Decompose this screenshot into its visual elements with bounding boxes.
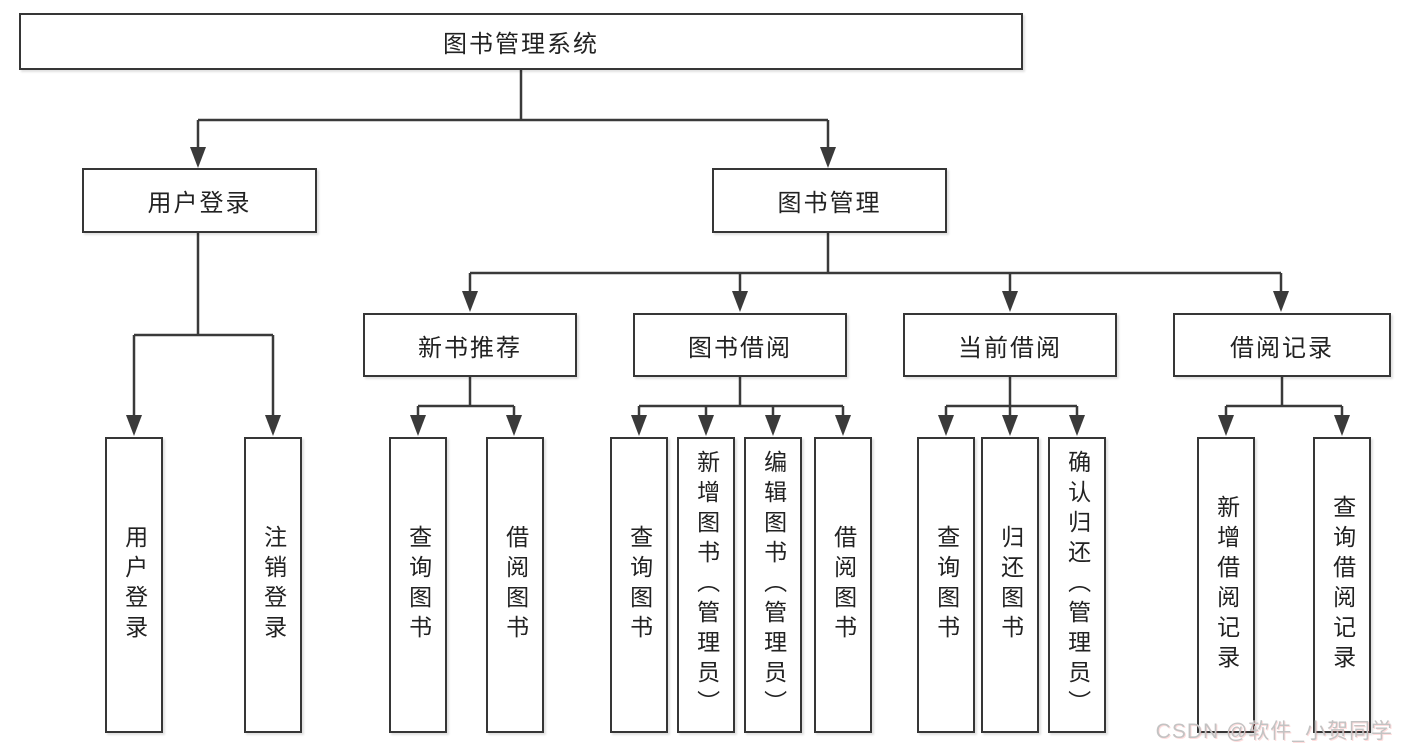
leaf-edit-books-admin: 编辑图书（管理员）: [744, 437, 802, 733]
leaf-borrow-books: 借阅图书: [486, 437, 544, 733]
leaf-add-borrow-record: 新增借阅记录: [1197, 437, 1255, 733]
node-label: 查询图书: [933, 525, 960, 645]
node-label: 新增借阅记录: [1213, 495, 1240, 675]
node-label: 查询借阅记录: [1329, 495, 1356, 675]
node-current-borrowing: 当前借阅: [903, 313, 1117, 377]
node-label: 用户登录: [147, 190, 252, 217]
arrowheads: [126, 147, 1350, 436]
node-label: 编辑图书（管理员）: [760, 450, 787, 720]
node-label: 当前借阅: [958, 334, 1062, 362]
node-book-management: 图书管理: [712, 168, 947, 233]
node-label: 图书管理系统: [443, 31, 599, 58]
node-label: 确认归还（管理员）: [1064, 450, 1091, 720]
node-label: 借阅记录: [1230, 334, 1334, 362]
node-user-login: 用户登录: [82, 168, 317, 233]
node-label: 借阅图书: [502, 525, 529, 645]
leaf-user-login: 用户登录: [105, 437, 163, 733]
node-label: 图书借阅: [688, 334, 792, 362]
node-label: 查询图书: [626, 525, 653, 645]
node-label: 新书推荐: [418, 334, 522, 362]
node-new-book-recommendation: 新书推荐: [363, 313, 577, 377]
node-label: 借阅图书: [830, 525, 857, 645]
node-book-borrowing: 图书借阅: [633, 313, 847, 377]
csdn-watermark: CSDN @软件_小贺同学: [1155, 720, 1393, 743]
node-borrowing-records: 借阅记录: [1173, 313, 1391, 377]
leaf-query-books: 查询图书: [917, 437, 975, 733]
node-label: 用户登录: [121, 525, 148, 645]
leaf-return-books: 归还图书: [981, 437, 1039, 733]
leaf-query-borrow-record: 查询借阅记录: [1313, 437, 1371, 733]
node-label: 图书管理: [777, 190, 882, 217]
leaf-borrow-books: 借阅图书: [814, 437, 872, 733]
leaf-add-books-admin: 新增图书（管理员）: [677, 437, 735, 733]
node-label: 注销登录: [260, 525, 287, 645]
node-label: 归还图书: [997, 525, 1024, 645]
leaf-logout: 注销登录: [244, 437, 302, 733]
leaf-confirm-return-admin: 确认归还（管理员）: [1048, 437, 1106, 733]
node-library-management-system: 图书管理系统: [19, 13, 1023, 70]
node-label: 新增图书（管理员）: [693, 450, 720, 720]
leaf-query-books: 查询图书: [389, 437, 447, 733]
leaf-query-books: 查询图书: [610, 437, 668, 733]
node-label: 查询图书: [405, 525, 432, 645]
